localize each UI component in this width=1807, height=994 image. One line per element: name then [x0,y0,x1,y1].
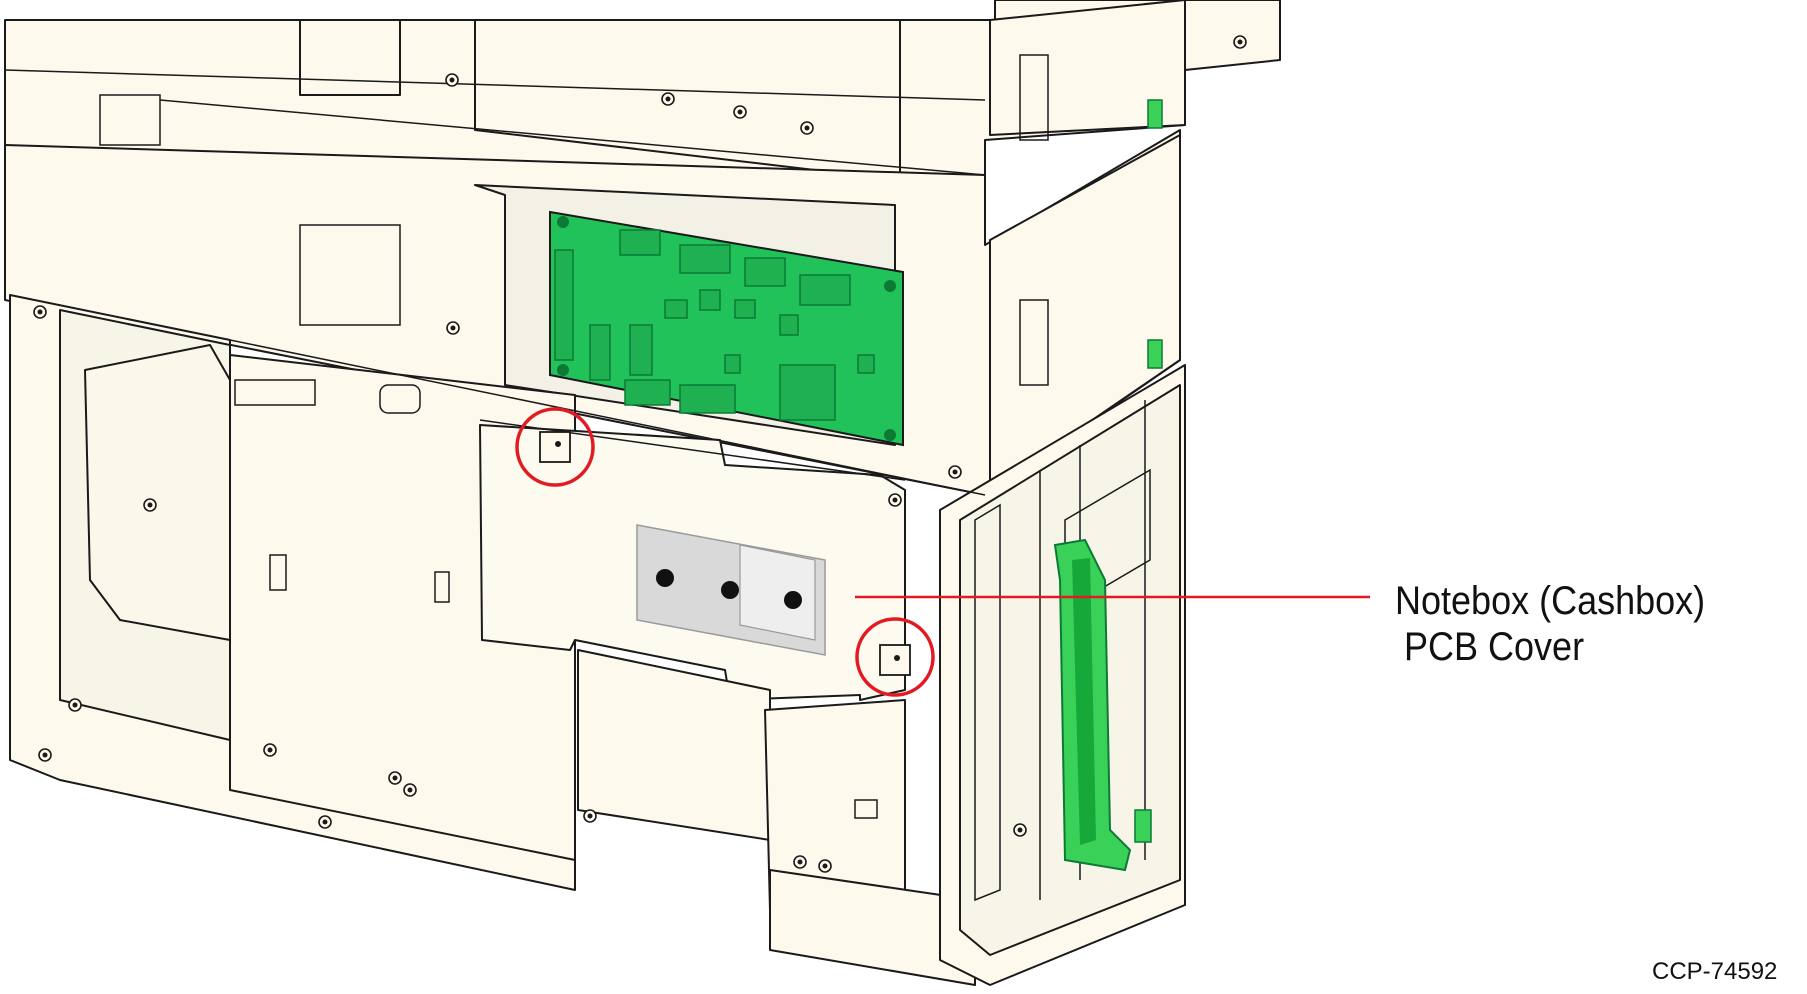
highlight-circle-upper [515,407,595,487]
callout-label: Notebox (Cashbox) PCB Cover [1395,578,1705,670]
highlight-circle-lower [855,617,935,697]
callout-label-line2: PCB Cover [1404,625,1585,669]
pcb-board [549,210,904,447]
cover-label [636,524,826,656]
reference-code: CCP-74592 [1652,958,1778,985]
callout-label-line1: Notebox (Cashbox) [1395,579,1706,623]
green-latch [1053,538,1132,872]
